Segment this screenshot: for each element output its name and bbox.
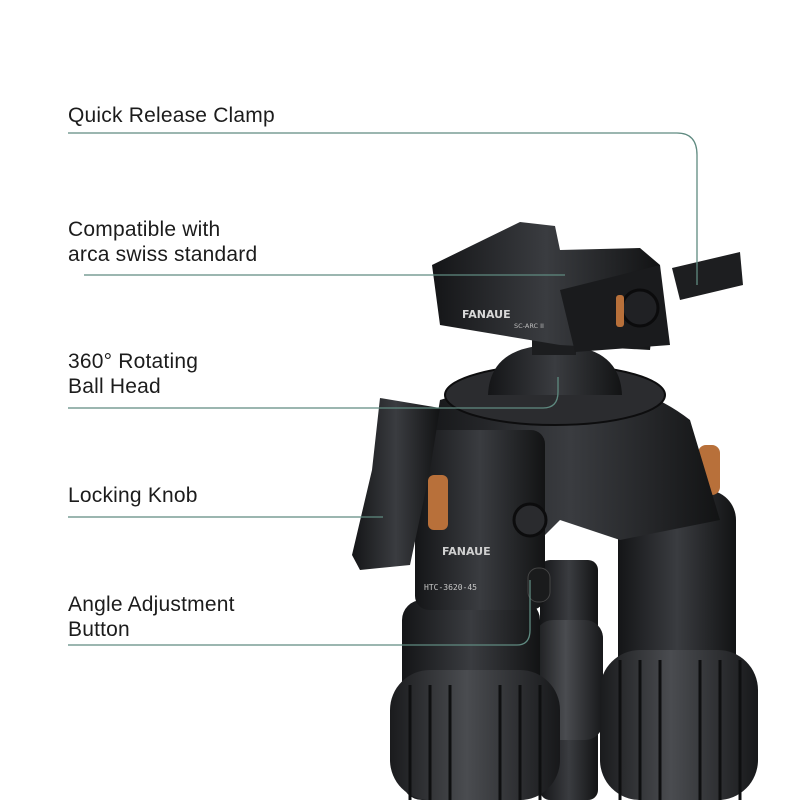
callout-line: Button [68,618,130,641]
callout-line: Compatible with [68,218,221,241]
clamp-brand-text: FANAUE [462,308,511,321]
leader-line-angle-button [68,580,531,646]
leader-line-ball-head [68,377,559,409]
callout-angle-adjustment-button: Angle Adjustment Button [68,592,235,642]
tripod-leg-front [390,600,560,800]
callout-line: Angle Adjustment [68,593,235,616]
clamp-model-text: SC-ARC II [514,322,544,330]
locking-knob [352,398,440,570]
callout-line: Locking Knob [68,484,198,507]
callout-line: 360° Rotating [68,350,199,373]
callout-arca-swiss-compatible: Compatible with arca swiss standard [68,217,257,267]
quick-release-clamp: FANAUE SC-ARC II [432,222,743,352]
callout-line: arca swiss standard [68,243,258,266]
callout-quick-release-clamp: Quick Release Clamp [68,103,275,128]
callout-line: Quick Release Clamp [68,104,275,127]
leader-line-quick-release-clamp [68,132,698,285]
callout-locking-knob: Locking Knob [68,483,198,508]
head-brand-text: FANAUE [442,545,491,558]
callout-rotating-ball-head: 360° Rotating Ball Head [68,349,198,399]
head-model-text: HTC-3620-45 [424,583,477,592]
callout-line: Ball Head [68,375,161,398]
